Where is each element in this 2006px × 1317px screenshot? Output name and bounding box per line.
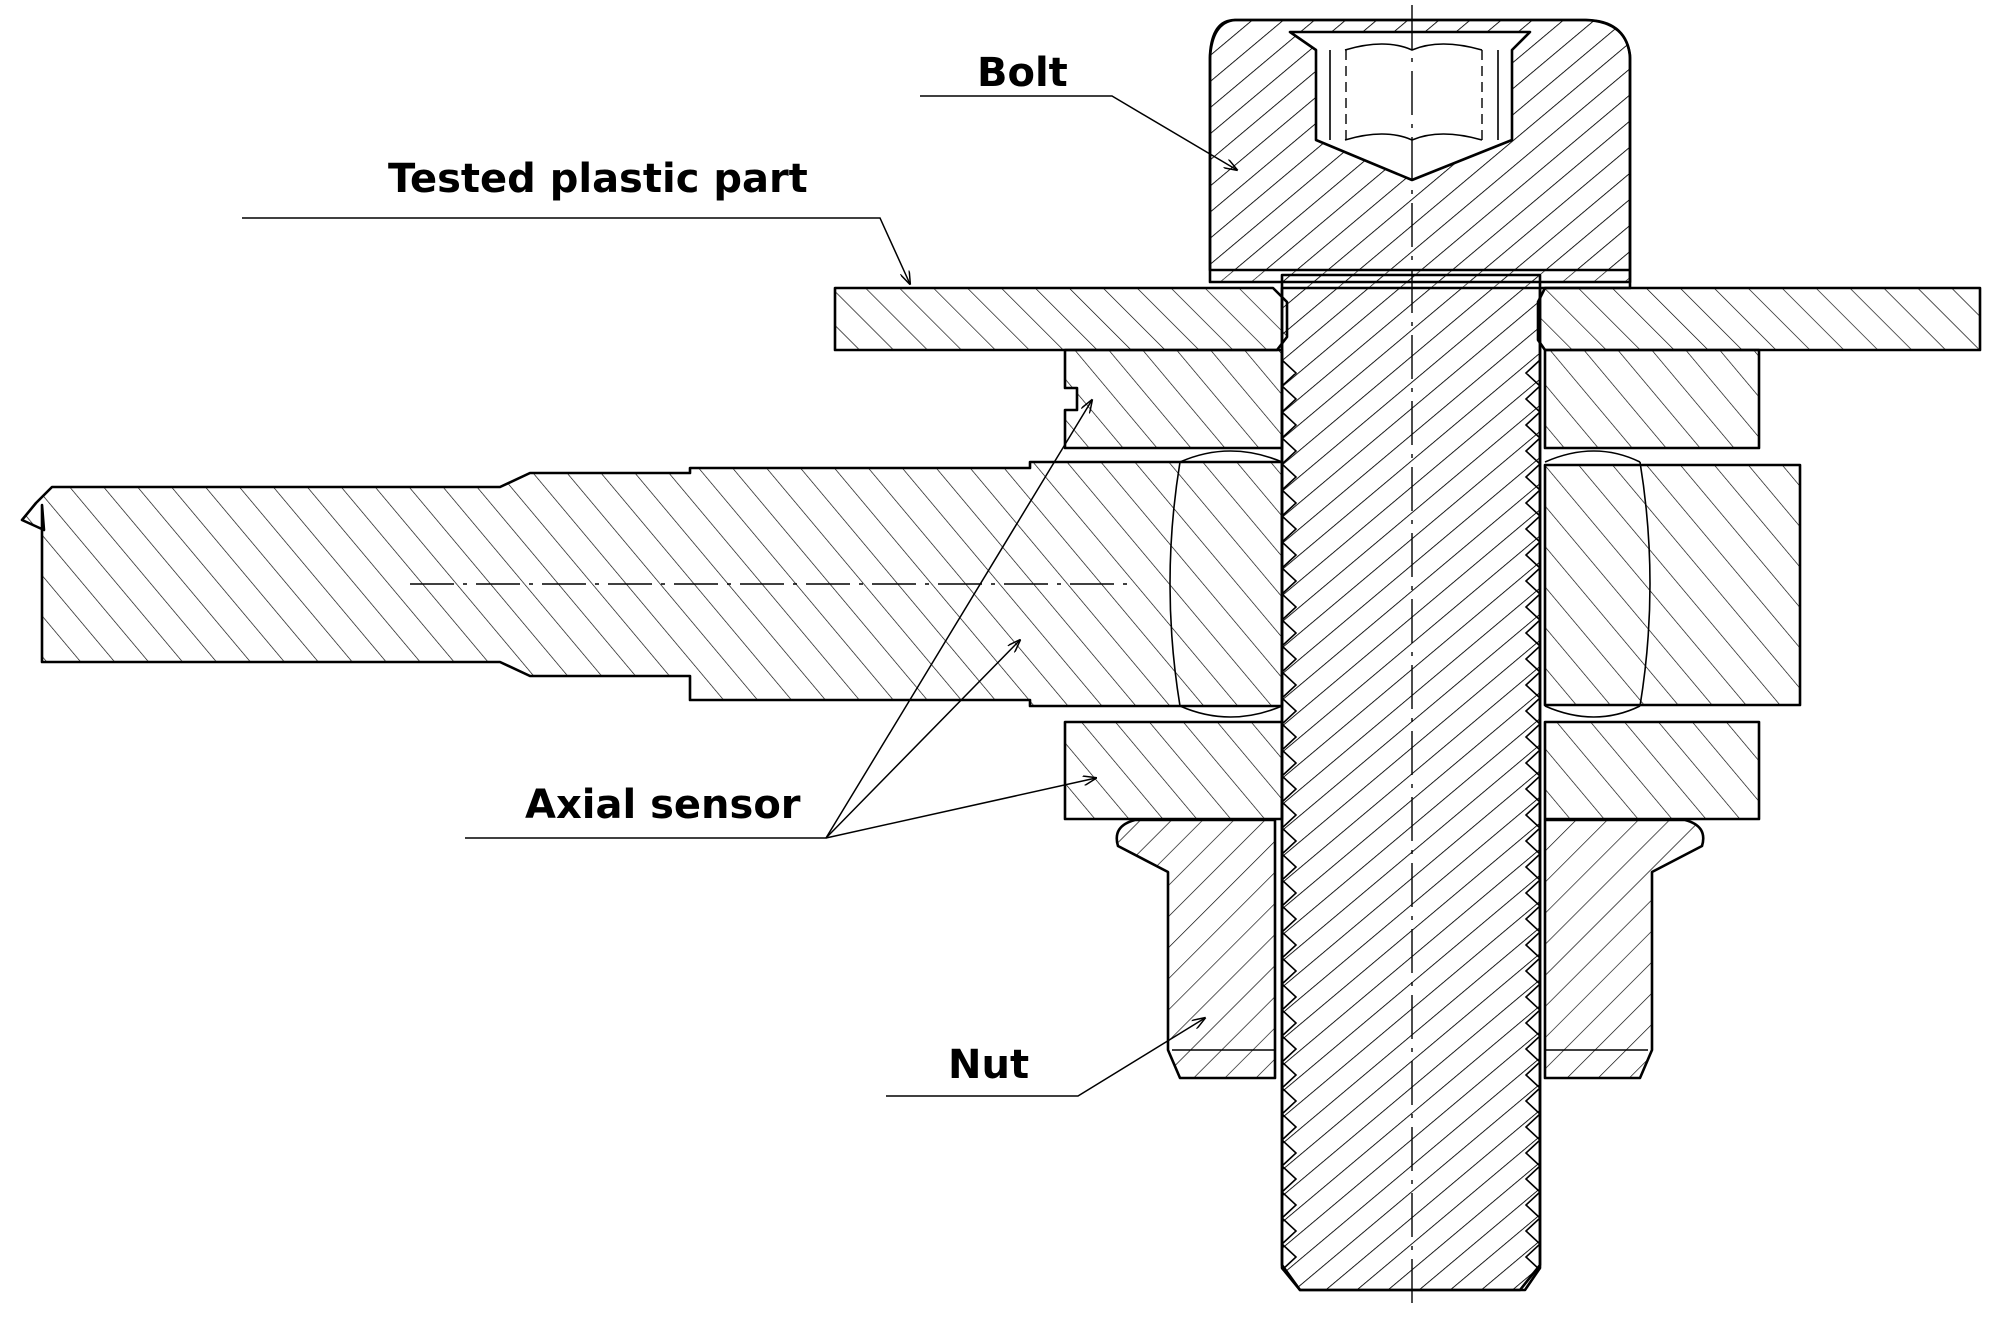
nut-label: Nut: [948, 1042, 1029, 1088]
sensor-upper-washer: [1063, 348, 1761, 450]
bolt-label: Bolt: [977, 50, 1068, 96]
center-lines: [410, 5, 1413, 1310]
leader-lines: [242, 95, 1237, 1097]
axial-sensor-label: Axial sensor: [525, 782, 801, 828]
sensor-lower-washer: [1063, 720, 1761, 821]
nut: [1115, 818, 1705, 1080]
tested-plastic-part-label: Tested plastic part: [388, 156, 808, 202]
bolt: [1208, 18, 1632, 1292]
